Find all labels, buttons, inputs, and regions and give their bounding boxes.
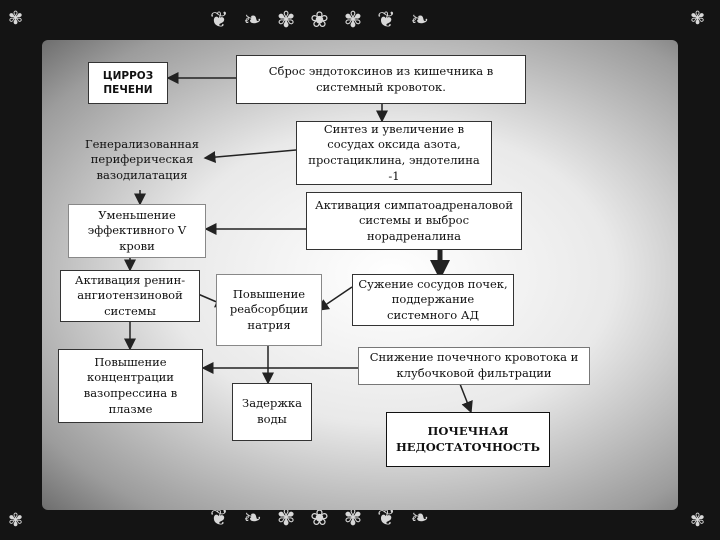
box-renal-failure: ПОЧЕЧНАЯ НЕДОСТАТОЧНОСТЬ — [386, 412, 550, 467]
box-renin: Активация ренин-ангиотензиновой системы — [60, 270, 200, 322]
arrow-bloodflow-failure — [459, 383, 473, 414]
box-endotoxins: Сброс эндотоксинов из кишечника в систем… — [236, 55, 526, 104]
top-ornament: ❦ ❧ ✾ ❀ ✾ ❦ ❧ — [210, 8, 433, 33]
box-sympathetic: Активация симпатоадреналовой системы и в… — [306, 192, 522, 250]
text-vasodilation: Генерализованная периферическая вазодила… — [84, 136, 200, 182]
box-vasopressin: Повышение концентрации вазопрессина в пл… — [58, 349, 203, 423]
arrow-synthesis-vasodilation — [203, 149, 297, 164]
box-cirrhosis: ЦИРРОЗ ПЕЧЕНИ — [88, 62, 168, 104]
corner-ornament-bl: ✾ — [8, 510, 28, 531]
arrow-constriction-sodium — [316, 286, 353, 311]
box-blood-flow: Снижение почечного кровотока и клубочков… — [358, 347, 590, 385]
box-sodium: Повышение реабсорбции натрия — [216, 274, 322, 346]
box-constriction: Сужение сосудов почек, поддержание систе… — [352, 274, 514, 326]
corner-ornament-tr: ✾ — [690, 8, 710, 29]
corner-ornament-br: ✾ — [690, 510, 710, 531]
box-synthesis: Синтез и увеличение в сосудах оксида азо… — [296, 121, 492, 185]
bottom-ornament: ❦ ❧ ✾ ❀ ✾ ❦ ❧ — [210, 506, 433, 531]
corner-ornament-tl: ✾ — [8, 8, 28, 29]
box-water: Задержка воды — [232, 383, 312, 441]
box-effective-volume: Уменьшение эффективного V крови — [68, 204, 206, 258]
